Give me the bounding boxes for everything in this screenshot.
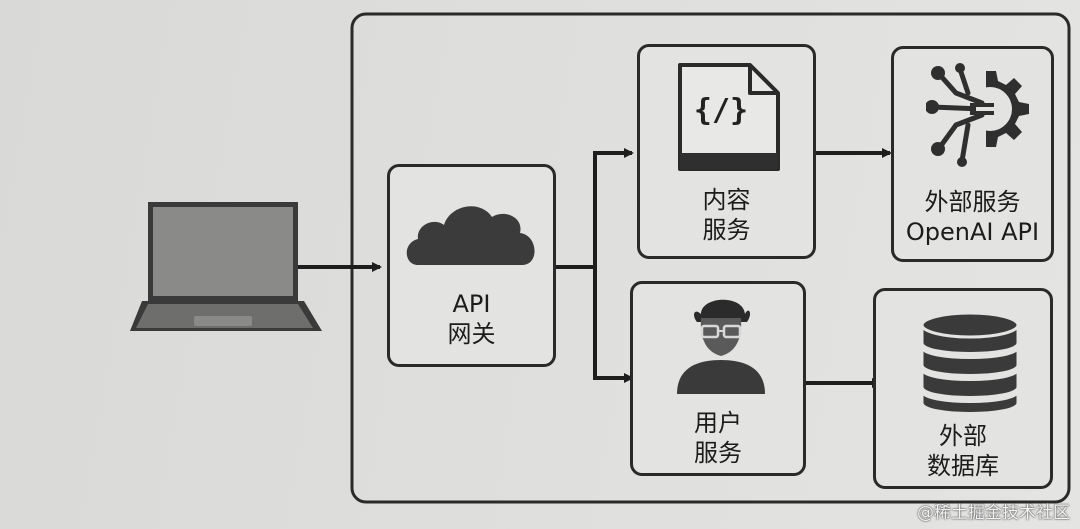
- external-database-label: 外部 数据库: [876, 421, 1050, 481]
- arrow-gateway-to-user-service: [593, 267, 634, 383]
- user-service-label-line1: 用户: [694, 409, 742, 437]
- content-service-label: 内容 服务: [640, 185, 813, 245]
- ai-gear-icon: [926, 63, 1029, 167]
- external-service-label-line1: 外部服务: [924, 188, 1021, 216]
- cloud-icon: [406, 206, 535, 265]
- laptop-icon: [130, 202, 322, 331]
- database-icon: [920, 311, 1020, 415]
- external-service-box: 外部服务 OpenAI API: [891, 46, 1054, 262]
- watermark: @稀土掘金技术社区: [917, 503, 1070, 523]
- user-service-label-line2: 服务: [694, 439, 742, 467]
- api-gateway-label-line1: API: [452, 290, 491, 318]
- external-database-box: 外部 数据库: [873, 288, 1053, 489]
- external-database-label-line2: 数据库: [927, 452, 999, 480]
- external-service-label-line2: OpenAI API: [905, 218, 1040, 246]
- content-service-label-line2: 服务: [702, 216, 751, 244]
- user-service-box: 用户 服务: [630, 281, 806, 476]
- api-gateway-label-line2: 网关: [447, 320, 496, 348]
- external-database-label-line1: 外部: [939, 422, 987, 450]
- user-service-label: 用户 服务: [633, 408, 803, 468]
- api-gateway-label: API 网关: [390, 289, 553, 349]
- code-symbol: {/}: [693, 93, 749, 128]
- system-boundary: [350, 12, 1071, 504]
- api-gateway-box: API 网关: [387, 164, 556, 367]
- external-service-label: 外部服务 OpenAI API: [894, 187, 1051, 247]
- content-service-box: {/} 内容 服务: [637, 44, 816, 259]
- content-service-label-line1: 内容: [702, 186, 751, 214]
- code-file-icon: [678, 63, 780, 171]
- arrow-gateway-to-content-service: [556, 148, 634, 269]
- person-icon: [677, 299, 765, 394]
